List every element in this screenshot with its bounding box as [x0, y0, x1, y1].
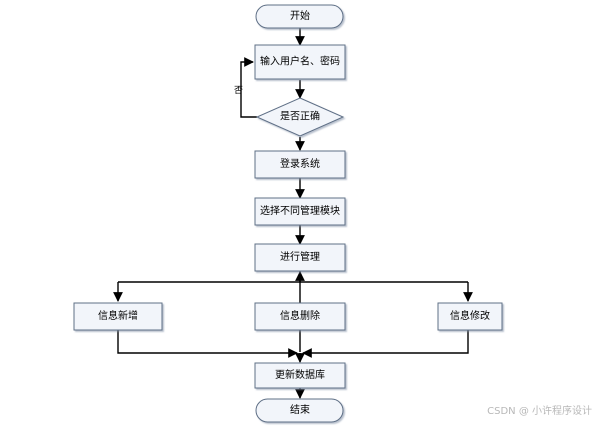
watermark: CSDN @ 小许程序设计: [487, 402, 592, 417]
nodes: [73, 4, 503, 423]
manage-label: 进行管理: [280, 250, 320, 263]
login-box: [254, 150, 346, 179]
modify-box: [437, 302, 503, 331]
update-label: 更新数据库: [275, 368, 325, 381]
check-label: 是否正确: [280, 110, 320, 123]
connectors: [113, 28, 473, 399]
edge-modify-to-merge: [302, 330, 469, 358]
choose-label: 选择不同管理模块: [260, 204, 340, 217]
choose-box: [254, 197, 346, 226]
manage-box: [254, 243, 346, 272]
no-branch-label: 否: [234, 85, 243, 96]
delete-label: 信息删除: [280, 309, 320, 322]
end-label: 结束: [290, 403, 310, 416]
update-box: [254, 362, 346, 389]
edge-add-to-merge: [117, 330, 298, 358]
add-label: 信息新增: [98, 309, 138, 322]
login-label: 登录系统: [280, 157, 320, 170]
add-box: [73, 302, 163, 331]
input-box: [254, 44, 346, 80]
start-label: 开始: [290, 9, 310, 22]
modify-label: 信息修改: [450, 309, 490, 322]
node-labels: 开始 输入用户名、密码 是否正确 登录系统 选择不同管理模块 进行管理 信息新增…: [98, 9, 490, 416]
delete-box: [254, 302, 346, 331]
input-label: 输入用户名、密码: [260, 55, 340, 68]
watermark-text: CSDN @ 小许程序设计: [487, 406, 592, 417]
end-terminator: [255, 398, 344, 423]
start-terminator: [255, 4, 344, 29]
check-decision: [255, 97, 345, 137]
edge-check-no-loop: [240, 57, 257, 118]
